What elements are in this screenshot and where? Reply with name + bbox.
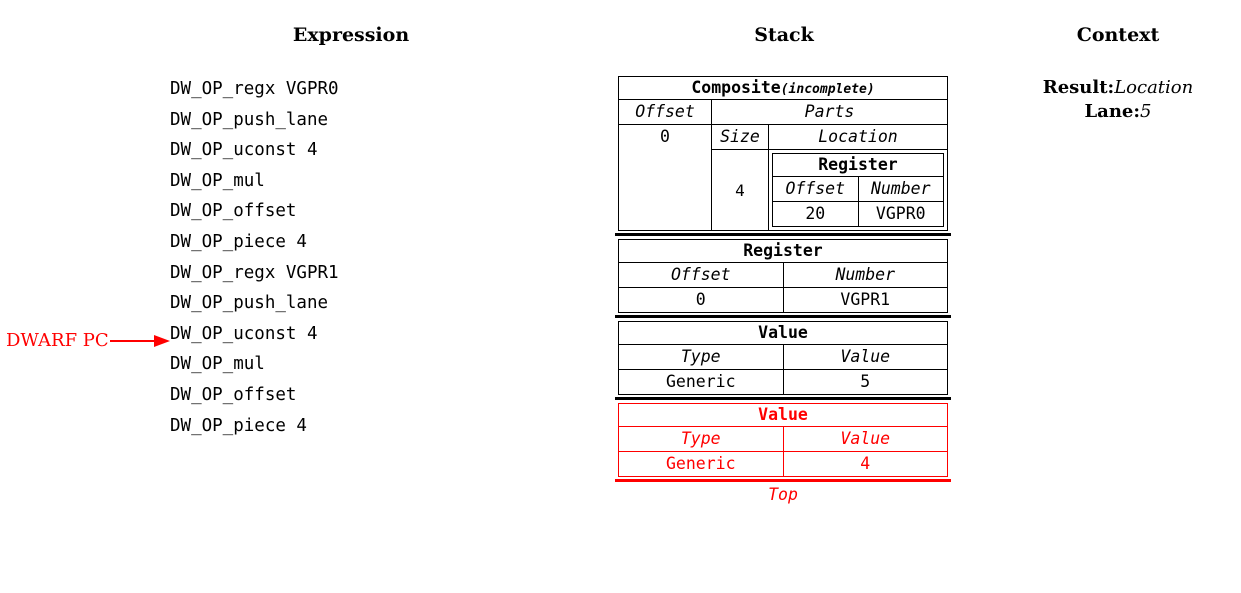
expression-line: DW_OP_regx VGPR1 xyxy=(170,262,339,283)
expression-line: DW_OP_uconst 4 xyxy=(170,323,318,344)
composite-offset-header: Offset xyxy=(619,99,711,124)
value-title: Value xyxy=(758,323,808,342)
stack-entry-separator xyxy=(615,233,951,236)
composite-box: Composite(incomplete) Offset 0 Parts Siz… xyxy=(618,76,948,231)
expression-line: DW_OP_offset xyxy=(170,384,297,405)
nested-register-offset-header: Offset xyxy=(785,179,846,198)
register-offset-value: 0 xyxy=(695,290,706,309)
value-box: Value Type Value Generic 5 xyxy=(618,321,948,395)
expression-line: DW_OP_offset xyxy=(170,201,297,222)
expression-line: DW_OP_piece 4 xyxy=(170,415,307,436)
composite-size-header: Size xyxy=(712,124,768,149)
stack-top-label: Top xyxy=(768,485,798,504)
stack-entry-separator xyxy=(615,315,951,318)
arrow-right-icon xyxy=(109,335,172,347)
composite-location-column: Location Register Offset Number 2 xyxy=(768,124,947,230)
value-value-value: 5 xyxy=(782,370,948,394)
value-type-header: Type xyxy=(680,347,721,366)
value-type-value: Generic xyxy=(665,372,736,391)
dwarf-pc-label: DWARF PC xyxy=(6,330,109,351)
value-value-header: Value xyxy=(782,345,948,369)
expression-line: DW_OP_piece 4 xyxy=(170,231,307,252)
expression-line: DW_OP_push_lane xyxy=(170,293,329,314)
stack-entry-separator xyxy=(615,397,951,400)
stack-entry-value-top: Value Type Value Generic 4 Top xyxy=(615,403,951,504)
composite-title-suffix: (incomplete) xyxy=(780,82,875,97)
value-top-title: Value xyxy=(758,405,808,424)
stack-top-separator xyxy=(615,479,951,482)
composite-parts-column: Parts Size 4 Location Register xyxy=(711,99,947,230)
composite-title-text: Composite xyxy=(691,78,781,97)
context-result-line: Result:Location xyxy=(1018,76,1218,100)
context-lane-key: Lane: xyxy=(1084,101,1141,122)
context-lane-value: 5 xyxy=(1140,101,1152,122)
register-title: Register xyxy=(743,241,823,260)
expression-line: DW_OP_uconst 4 xyxy=(170,140,318,161)
composite-offset-column: Offset 0 xyxy=(619,99,711,230)
expression-line: DW_OP_regx VGPR0 xyxy=(170,79,339,99)
value-top-value-header: Value xyxy=(782,427,948,451)
page-title-expression: Expression xyxy=(292,24,410,46)
context-result-key: Result: xyxy=(1042,77,1115,98)
page-title-stack: Stack xyxy=(754,24,814,46)
value-top-value-value: 4 xyxy=(782,452,948,476)
dwarf-pc-pointer: DWARF PC xyxy=(6,331,172,351)
nested-register-box: Register Offset Number 20 VGPR0 xyxy=(772,153,944,227)
composite-offset-value: 0 xyxy=(619,124,711,230)
expression-line: DW_OP_push_lane xyxy=(170,109,329,130)
nested-register-offset-value: 20 xyxy=(805,204,826,223)
register-number-header: Number xyxy=(782,263,948,287)
register-box: Register Offset Number 0 VGPR1 xyxy=(618,239,948,313)
stack-column: Composite(incomplete) Offset 0 Parts Siz… xyxy=(615,76,951,504)
expression-line: DW_OP_mul xyxy=(170,170,265,191)
value-top-type-header: Type xyxy=(680,429,721,448)
composite-parts-header: Parts xyxy=(712,99,947,124)
page-title-context: Context xyxy=(1076,24,1160,46)
stack-entry-composite: Composite(incomplete) Offset 0 Parts Siz… xyxy=(615,76,951,236)
expression-line: DW_OP_mul xyxy=(170,354,265,375)
context-result-value: Location xyxy=(1114,77,1194,98)
value-box-top: Value Type Value Generic 4 xyxy=(618,403,948,477)
composite-title: Composite(incomplete) xyxy=(619,77,947,99)
nested-register-title: Register xyxy=(818,155,898,174)
nested-register-number-value: VGPR0 xyxy=(857,202,944,226)
register-offset-header: Offset xyxy=(670,265,731,284)
expression-list: DW_OP_regx VGPR0 DW_OP_push_lane DW_OP_u… xyxy=(170,74,339,441)
value-top-type-value: Generic xyxy=(665,454,736,473)
stack-entry-register: Register Offset Number 0 VGPR1 xyxy=(615,239,951,318)
stack-entry-value: Value Type Value Generic 5 xyxy=(615,321,951,400)
register-number-value: VGPR1 xyxy=(782,288,948,312)
composite-size-value: 4 xyxy=(712,149,768,230)
context-lane-line: Lane:5 xyxy=(1018,100,1218,124)
composite-location-header: Location xyxy=(769,124,947,149)
context-block: Result:Location Lane:5 xyxy=(1018,76,1218,124)
nested-register-number-header: Number xyxy=(857,177,944,201)
composite-size-column: Size 4 xyxy=(712,124,768,230)
